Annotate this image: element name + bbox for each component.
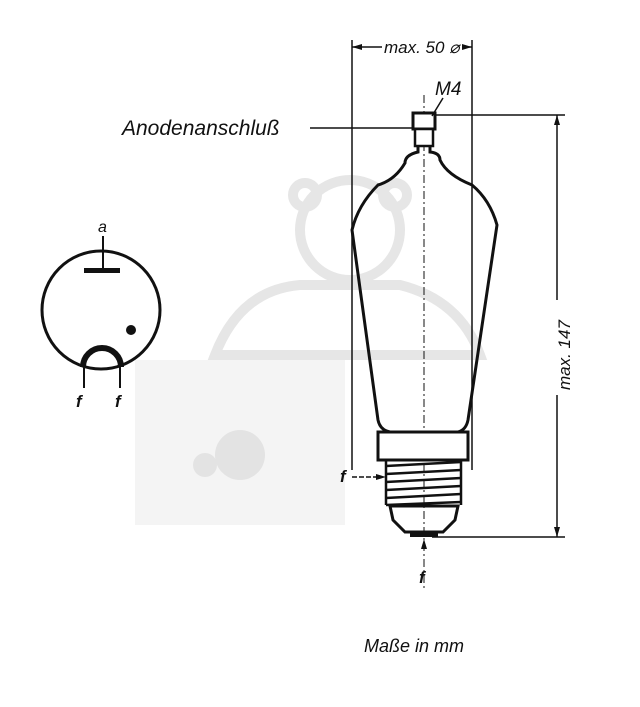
gas-fill-dot bbox=[126, 325, 136, 335]
side-contact-label: f bbox=[340, 467, 348, 486]
filament-arc bbox=[80, 345, 124, 368]
envelope-circle bbox=[40, 249, 162, 371]
base-bottom bbox=[388, 504, 460, 534]
bottom-contact-label: f bbox=[419, 568, 427, 587]
base-contact bbox=[410, 532, 438, 537]
height-dimension-label: max. 147 bbox=[555, 320, 574, 390]
thread-label: M4 bbox=[435, 79, 461, 100]
units-note: Maße in mm bbox=[364, 636, 464, 656]
width-dimension-label: max. 50 ⌀ bbox=[384, 38, 461, 57]
tube-outline bbox=[350, 111, 499, 537]
anode-plate bbox=[84, 268, 120, 273]
base-collar bbox=[376, 430, 470, 462]
fractal-watermark bbox=[135, 360, 345, 525]
anode-label: a bbox=[98, 219, 107, 236]
filament-label-right: f bbox=[115, 392, 123, 411]
tube-symbol: a f f bbox=[40, 219, 162, 411]
screw-thread bbox=[384, 460, 463, 507]
dimensions: max. 50 ⌀ max. 147 bbox=[351, 38, 574, 590]
bear-watermark bbox=[207, 175, 488, 360]
filament-label-left: f bbox=[76, 392, 84, 411]
anode-connection-label: Anodenanschluß bbox=[120, 117, 280, 140]
